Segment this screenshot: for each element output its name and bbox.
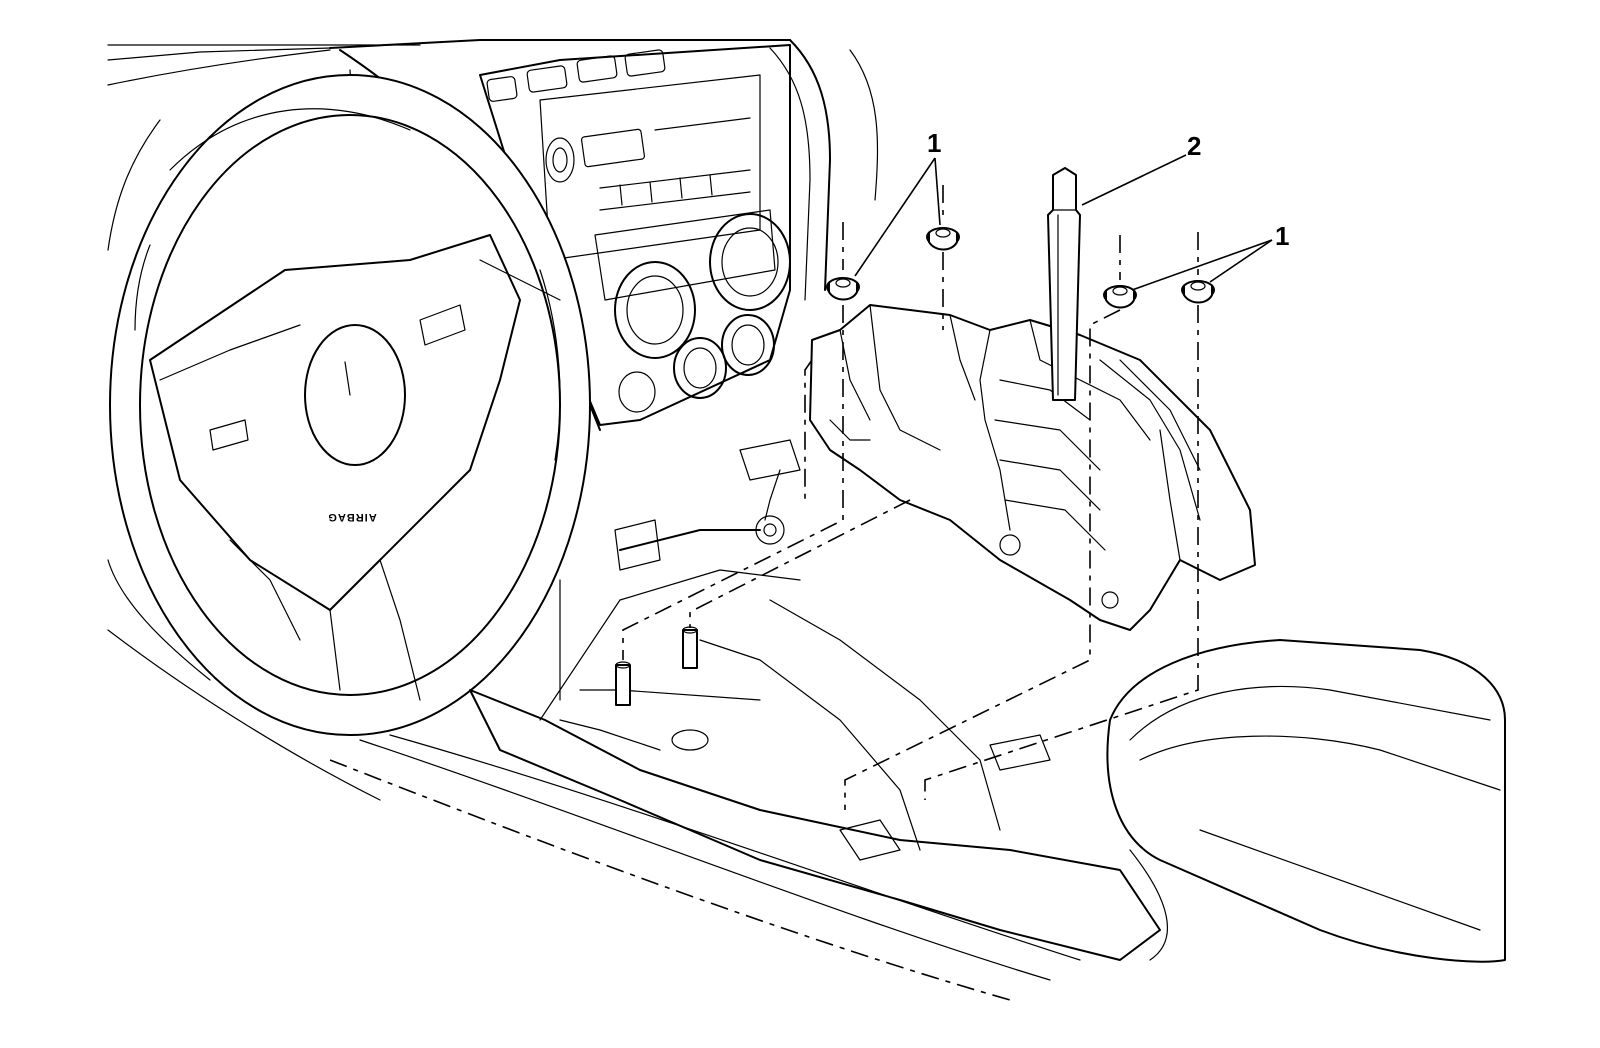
installation-guide-lines: [622, 185, 1199, 810]
nut-2: [926, 227, 960, 251]
armrest: [1106, 639, 1506, 963]
nut-4: [1181, 280, 1215, 304]
shifter-bracket: [809, 304, 1256, 631]
callout-leaders: [854, 154, 1273, 291]
shifter-cable: [614, 439, 801, 571]
airbag-marking: AIRBAG: [327, 511, 376, 523]
callout-nut-left: 1: [927, 128, 941, 158]
floor-lines: [107, 629, 1081, 1001]
steering-wheel: AIRBAG: [109, 74, 591, 736]
callout-nut-right: 1: [1275, 221, 1289, 251]
hazard-switch-row: [486, 49, 666, 102]
radio-unit: [539, 74, 761, 261]
shift-rod: [1047, 167, 1081, 401]
floor-console: [469, 569, 1161, 961]
hvac-controls: [594, 209, 791, 413]
nut-3: [1103, 285, 1137, 309]
callout-shift-column: 2: [1187, 131, 1201, 161]
nut-1: [826, 277, 860, 301]
mounting-studs: [615, 626, 698, 706]
